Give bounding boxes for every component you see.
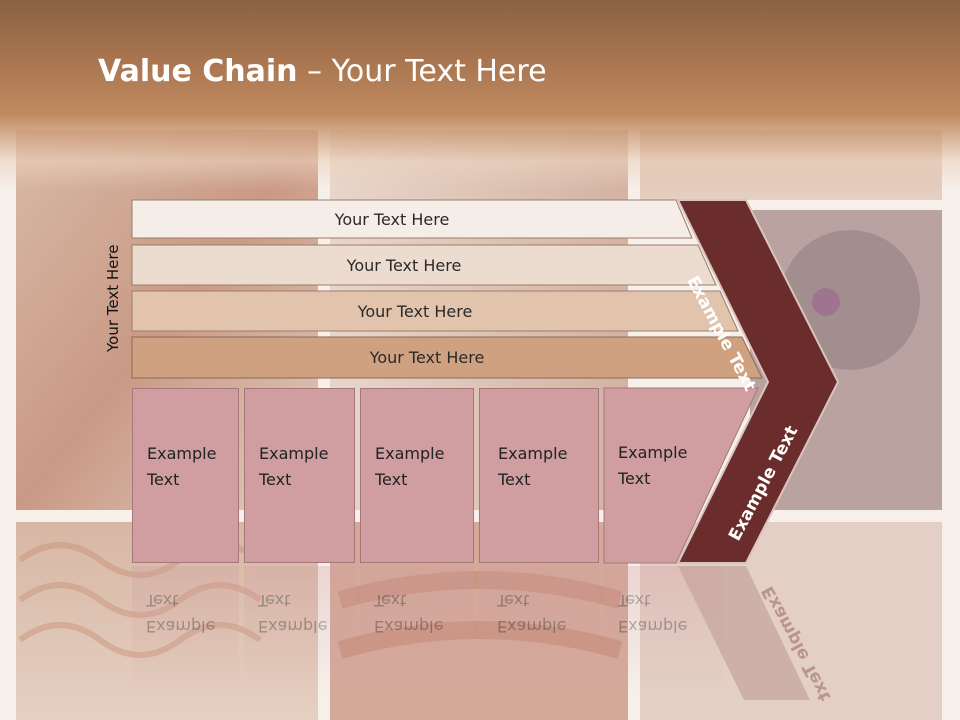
box-1-reflection: Example Text xyxy=(132,566,239,691)
row-2[interactable]: Your Text Here xyxy=(132,246,716,284)
box-3-reflection-label: Example Text xyxy=(374,591,444,636)
title-rest: – Your Text Here xyxy=(297,54,547,89)
box-5-shape xyxy=(603,387,759,564)
box-3[interactable]: Example Text xyxy=(360,388,474,563)
row-3-label: Your Text Here xyxy=(357,301,473,321)
box-4-reflection: Example Text xyxy=(479,566,599,691)
box-2-label: Example Text xyxy=(259,444,329,489)
box-1-label: Example Text xyxy=(147,444,217,489)
row-2-label: Your Text Here xyxy=(346,255,462,275)
box-2-reflection: Example Text xyxy=(244,566,355,691)
title-bar xyxy=(0,0,960,190)
box-1-reflection-label: Example Text xyxy=(146,591,216,636)
slide-title: Value Chain – Your Text Here xyxy=(98,54,547,89)
title-bold: Value Chain xyxy=(98,54,298,89)
box-2-reflection-label: Example Text xyxy=(258,591,328,636)
chevron-arrow xyxy=(676,199,840,564)
box-2[interactable]: Example Text xyxy=(244,388,355,563)
box-4[interactable]: Example Text xyxy=(479,388,599,563)
box-5-reflection-label: Example Text xyxy=(618,591,688,636)
row-3[interactable]: Your Text Here xyxy=(132,292,738,330)
box-3-label: Example Text xyxy=(375,444,445,489)
row-2-shape xyxy=(131,244,717,286)
box-5[interactable]: Example Text xyxy=(604,388,724,563)
box-4-reflection-label: Example Text xyxy=(497,591,567,636)
box-1[interactable]: Example Text xyxy=(132,388,239,563)
row-4-shape xyxy=(131,336,763,379)
row-1-label: Your Text Here xyxy=(334,209,450,229)
box-5-reflection: Example Text xyxy=(604,566,724,691)
box-5-label: Example Text xyxy=(618,443,688,488)
chevron-arrow-reflection xyxy=(678,566,810,700)
box-4-label: Example Text xyxy=(498,444,568,489)
row-4-label: Your Text Here xyxy=(369,347,485,367)
row-4[interactable]: Your Text Here xyxy=(132,338,762,376)
row-3-shape xyxy=(131,290,739,332)
row-1-shape xyxy=(131,199,693,239)
row-1[interactable]: Your Text Here xyxy=(132,200,692,238)
box-3-reflection: Example Text xyxy=(360,566,474,691)
